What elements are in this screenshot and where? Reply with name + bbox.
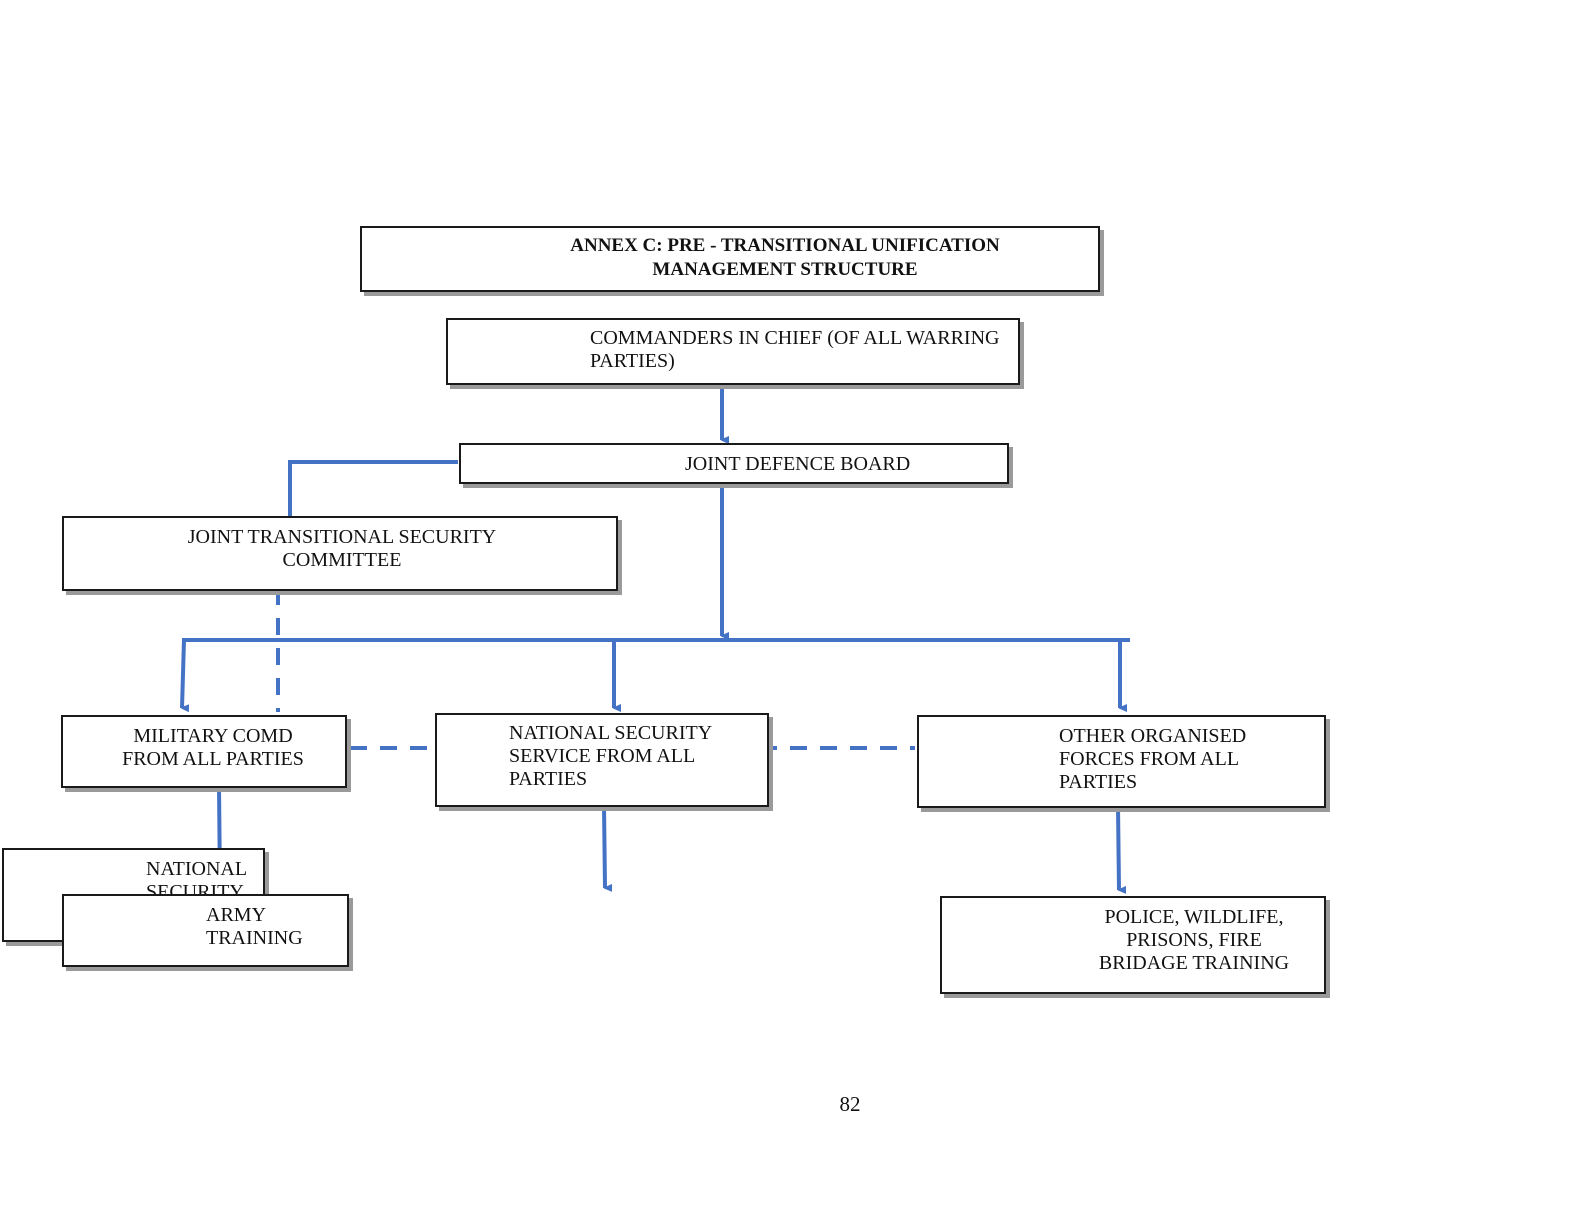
connector-bus-military (180, 639, 184, 708)
army-training-label: ARMY TRAINING (206, 904, 303, 949)
joint-transitional-security-committee-box: JOINT TRANSITIONAL SECURITY COMMITTEE (62, 516, 618, 591)
army-training-box: ARMY TRAINING (62, 894, 349, 967)
connector-jdb-jtsc (288, 460, 458, 518)
commanders-in-chief-box: COMMANDERS IN CHIEF (OF ALL WARRING PART… (446, 318, 1020, 385)
connector-oof-police (1116, 805, 1119, 890)
annex-title-line2: MANAGEMENT STRUCTURE (652, 259, 918, 280)
other-organised-forces-box: OTHER ORGANISED FORCES FROM ALL PARTIES (917, 715, 1326, 808)
police-wildlife-prisons-fire-label: POLICE, WILDLIFE, PRISONS, FIRE BRIDAGE … (1098, 906, 1290, 974)
annex-title-line1: ANNEX C: PRE - TRANSITIONAL UNIFICATION (570, 235, 1000, 256)
page-number: 82 (839, 1092, 861, 1116)
joint-transitional-security-committee-label: JOINT TRANSITIONAL SECURITY COMMITTEE (187, 526, 497, 571)
other-organised-forces-label: OTHER ORGANISED FORCES FROM ALL PARTIES (1059, 725, 1247, 793)
police-wildlife-prisons-fire-box: POLICE, WILDLIFE, PRISONS, FIRE BRIDAGE … (940, 896, 1326, 994)
military-comd-box: MILITARY COMD FROM ALL PARTIES (61, 715, 347, 788)
annex-title-box: ANNEX C: PRE - TRANSITIONAL UNIFICATION … (360, 226, 1100, 292)
joint-defence-board-label: JOINT DEFENCE BOARD (685, 453, 911, 475)
connector-nss-down (602, 805, 605, 888)
national-security-service-box: NATIONAL SECURITY SERVICE FROM ALL PARTI… (435, 713, 769, 807)
joint-defence-board-box: JOINT DEFENCE BOARD (459, 443, 1009, 484)
national-security-service-label: NATIONAL SECURITY SERVICE FROM ALL PARTI… (509, 722, 713, 790)
military-comd-label: MILITARY COMD FROM ALL PARTIES (122, 725, 304, 770)
commanders-in-chief-label: COMMANDERS IN CHIEF (OF ALL WARRING PART… (590, 327, 1000, 372)
